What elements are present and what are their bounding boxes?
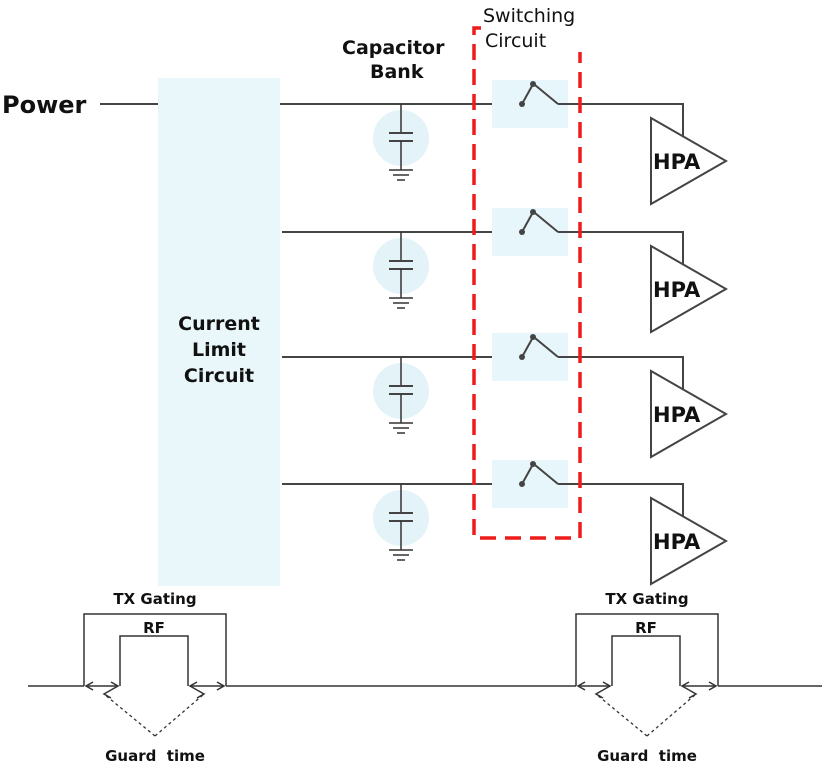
arrow-head xyxy=(102,689,112,699)
switch-contact-stub xyxy=(521,338,533,358)
guard-pointer-right xyxy=(646,693,697,737)
arrow-head xyxy=(594,689,604,699)
hpa-label: HPA xyxy=(653,530,701,554)
hpa-label: HPA xyxy=(653,278,701,302)
switch-contact-stub xyxy=(521,465,533,485)
switch-contact-stub xyxy=(521,85,533,105)
hpa-label: HPA xyxy=(653,150,701,174)
hpa-amplifier xyxy=(650,496,729,586)
tx-gating-label: TX Gating xyxy=(113,590,196,608)
switch-blade xyxy=(534,337,559,358)
switching-circuit-label-line2: Circuit xyxy=(485,30,546,52)
arrow-head xyxy=(188,681,198,691)
switching-label-backdrop xyxy=(481,4,593,52)
guard-time-label: Guard time xyxy=(105,747,205,765)
arrow-head xyxy=(688,689,698,699)
switch-contact-stub xyxy=(521,213,533,233)
tx-gating-label: TX Gating xyxy=(605,590,688,608)
arrow-head xyxy=(680,681,690,691)
switch-contact xyxy=(530,461,536,467)
switch-contact xyxy=(530,81,536,87)
switching-circuit-label-line1: Switching xyxy=(483,5,575,27)
rf-pulse xyxy=(119,635,189,686)
tx-gating-pulse xyxy=(575,613,719,686)
rf-label: RF xyxy=(143,619,165,637)
guard-time-label: Guard time xyxy=(597,747,697,765)
arrow-head xyxy=(602,681,612,691)
channel-3: HPA xyxy=(282,333,729,459)
capacitor-bubble xyxy=(373,110,429,166)
arrow-head xyxy=(110,681,120,691)
switch-contact xyxy=(530,334,536,340)
switch-blade xyxy=(534,84,559,105)
arrow-head xyxy=(84,681,94,691)
switch-blade xyxy=(534,212,559,233)
hpa-amplifier xyxy=(650,369,729,459)
tx-gating-pulse xyxy=(83,613,227,686)
capacitor-bank-label-line1: Capacitor xyxy=(342,37,445,59)
current-limit-label-line2: Limit xyxy=(192,339,246,361)
arrow-head xyxy=(708,681,718,691)
arrow-head xyxy=(196,689,206,699)
capacitor-bubble xyxy=(373,490,429,546)
rf-pulse xyxy=(611,635,681,686)
guard-pointer-left xyxy=(595,693,648,737)
arrow-head xyxy=(576,681,586,691)
switch-blade xyxy=(534,464,559,485)
hpa-label: HPA xyxy=(653,403,701,427)
power-label: Power xyxy=(2,91,87,119)
guard-pointer-right xyxy=(154,693,205,737)
hpa-feed-wire xyxy=(558,231,684,264)
current-limit-label-line1: Current xyxy=(178,313,260,335)
channel-1: HPA xyxy=(280,80,729,206)
channel-group: HPA HPA HPA HPA xyxy=(280,80,729,586)
hpa-feed-wire xyxy=(558,103,684,136)
channel-4: HPA xyxy=(282,460,729,586)
capacitor-bubble xyxy=(373,363,429,419)
capacitor-bank-label-line2: Bank xyxy=(370,61,424,83)
hpa-amplifier xyxy=(650,116,729,206)
hpa-amplifier xyxy=(650,244,729,334)
current-limit-block xyxy=(158,78,280,586)
hpa-feed-wire xyxy=(558,356,684,389)
guard-pointer-left xyxy=(103,693,156,737)
current-limit-label-line3: Circuit xyxy=(184,365,254,387)
switch-contact xyxy=(530,209,536,215)
rf-label: RF xyxy=(635,619,657,637)
hpa-feed-wire xyxy=(558,483,684,516)
channel-2: HPA xyxy=(282,208,729,334)
arrow-head xyxy=(216,681,226,691)
capacitor-bubble xyxy=(373,238,429,294)
